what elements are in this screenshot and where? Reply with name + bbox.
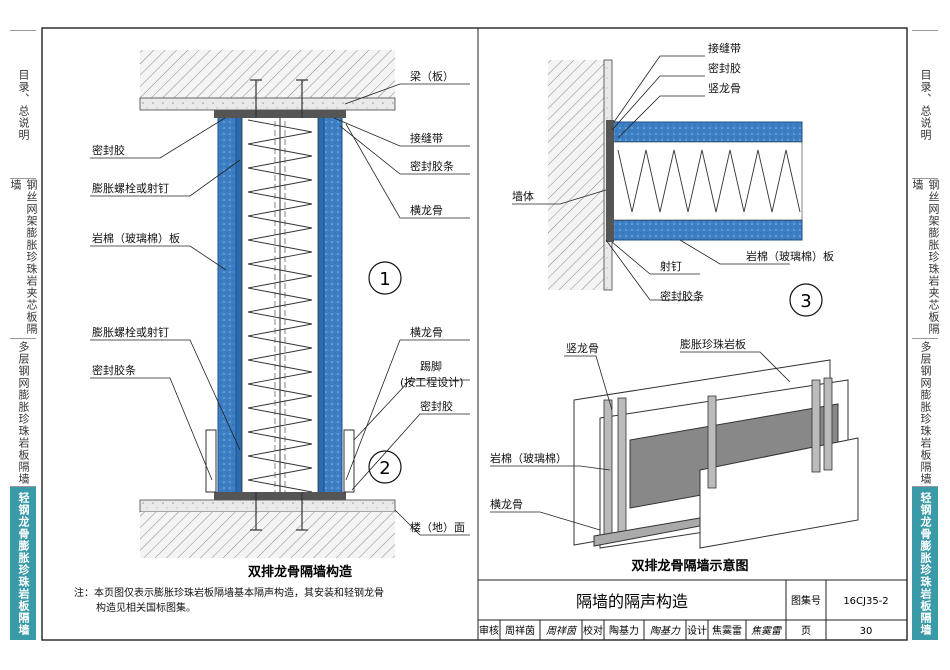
d3-label-rock-wool: 岩棉（玻璃棉）板 bbox=[746, 249, 834, 263]
checker: 陶基力 bbox=[609, 624, 639, 637]
d3-label-vertical-keel: 竖龙骨 bbox=[708, 82, 741, 95]
note-line-2: 构造见相关国标图集。 bbox=[96, 603, 196, 614]
detail3-board-bottom bbox=[611, 219, 803, 241]
note-line-1: 注：本页图仅表示膨胀珍珠岩板隔墙基本隔声构造，其安装和轻钢龙骨 bbox=[74, 588, 384, 599]
atlas-number: 16CJ35-2 bbox=[843, 596, 888, 607]
detail-3: 接缝带 密封胶 竖龙骨 墙体 射钉 密封胶条 岩棉（玻璃棉）板 3 bbox=[512, 41, 834, 317]
detail3-board-top bbox=[611, 121, 803, 143]
right-board-outer bbox=[323, 111, 343, 499]
detail3-insulation bbox=[617, 149, 801, 213]
tab-right-steel-wire[interactable]: 钢丝网架膨胀珍珠岩夹芯板隔墙 bbox=[911, 178, 940, 338]
label-beam: 梁（板） bbox=[410, 69, 454, 83]
tab-left-steel-wire[interactable]: 钢丝网架膨胀珍珠岩夹芯板隔墙 bbox=[9, 178, 38, 338]
iso-caption: 双排龙骨隔墙示意图 bbox=[631, 558, 748, 574]
iso-label-cross-keel: 横龙骨 bbox=[490, 497, 523, 511]
d3-label-wall-body: 墙体 bbox=[512, 189, 534, 203]
label-sealing-strip-right: 密封胶条 bbox=[410, 159, 454, 173]
detail3-vertical-keel bbox=[606, 120, 614, 242]
reviewer: 周祥茵 bbox=[505, 624, 535, 637]
label-floor: 楼（地）面 bbox=[410, 520, 465, 534]
iso-label-vertical-keel: 竖龙骨 bbox=[566, 342, 599, 355]
checker-signature: 陶基力 bbox=[650, 625, 681, 637]
label-sealing-strip-left: 密封胶条 bbox=[92, 363, 136, 377]
marker-1-text: 1 bbox=[379, 269, 390, 290]
bottom-track bbox=[214, 492, 346, 500]
main-detail-caption: 双排龙骨隔墙构造 bbox=[248, 564, 353, 580]
label-cross-keel-bottom: 横龙骨 bbox=[410, 325, 443, 339]
tab-left-multilayer[interactable]: 多层钢网膨胀珍珠岩板隔墙 bbox=[10, 338, 36, 486]
label-joint-tape: 接缝带 bbox=[410, 131, 443, 145]
left-board-outer bbox=[217, 111, 237, 499]
atlas-label: 图集号 bbox=[791, 594, 821, 607]
d3-label-nail: 射钉 bbox=[660, 259, 682, 273]
insulation-wool bbox=[247, 119, 313, 493]
sheet-title: 隔墙的隔声构造 bbox=[576, 592, 688, 611]
tab-left-contents[interactable]: 目录、总说明 bbox=[10, 30, 36, 178]
title-block bbox=[477, 579, 908, 641]
label-expansion-bolt-top: 膨胀螺栓或射钉 bbox=[92, 181, 169, 195]
main-detail: 1 2 密封胶 膨胀螺栓或射钉 岩棉（玻璃棉）板 膨胀螺栓或射钉 密封胶条 梁（… bbox=[90, 50, 470, 580]
page-number: 30 bbox=[860, 626, 873, 637]
iso-label-rock-wool: 岩棉（玻璃棉） bbox=[490, 451, 567, 465]
d3-label-sealing-strip: 密封胶条 bbox=[660, 289, 704, 303]
page-note: 注：本页图仅表示膨胀珍珠岩板隔墙基本隔声构造，其安装和轻钢龙骨 构造见相关国标图… bbox=[74, 586, 384, 616]
tab-right-light-steel[interactable]: 轻钢龙骨膨胀珍珠岩板隔墙 bbox=[912, 486, 938, 640]
detail-marker-1 bbox=[368, 261, 402, 295]
detail-marker-3 bbox=[789, 283, 823, 317]
marker-2-text: 2 bbox=[379, 458, 390, 479]
designer: 焦霙雷 bbox=[712, 624, 742, 637]
page-label: 页 bbox=[801, 625, 811, 637]
iso-label-perlite-board: 膨胀珍珠岩板 bbox=[680, 337, 746, 351]
left-leaders bbox=[90, 117, 241, 481]
iso-bottom-track bbox=[593, 517, 701, 547]
check-label: 校对 bbox=[583, 624, 603, 637]
reviewer-signature: 周祥茵 bbox=[546, 625, 578, 637]
designer-signature: 焦霙雷 bbox=[751, 625, 782, 637]
sheet-border bbox=[41, 27, 908, 641]
d3-label-sealant: 密封胶 bbox=[708, 61, 741, 75]
top-track bbox=[214, 110, 346, 118]
wall-body bbox=[548, 60, 610, 290]
bottom-slab bbox=[140, 512, 395, 558]
tab-right-contents[interactable]: 目录、总说明 bbox=[912, 30, 938, 178]
tab-left-light-steel[interactable]: 轻钢龙骨膨胀珍珠岩板隔墙 bbox=[10, 486, 36, 640]
review-label: 审核 bbox=[479, 624, 499, 637]
label-rock-wool-board: 岩棉（玻璃棉）板 bbox=[92, 231, 180, 245]
design-label: 设计 bbox=[687, 624, 707, 637]
right-leaders bbox=[333, 83, 470, 536]
detail-marker-2 bbox=[368, 450, 402, 484]
d3-label-joint-tape: 接缝带 bbox=[708, 41, 741, 55]
label-kick-base: 踢脚 bbox=[420, 359, 442, 373]
label-sealant: 密封胶 bbox=[92, 143, 125, 157]
label-sealant-bottom: 密封胶 bbox=[420, 399, 453, 413]
label-kick-base-note: (按工程设计) bbox=[400, 375, 464, 389]
label-cross-keel-top: 横龙骨 bbox=[410, 203, 443, 217]
marker-3-text: 3 bbox=[800, 291, 811, 312]
iso-view: 竖龙骨 膨胀珍珠岩板 岩棉（玻璃棉） 横龙骨 双排龙骨隔墙示意图 bbox=[490, 337, 859, 574]
tab-right-multilayer[interactable]: 多层钢网膨胀珍珠岩板隔墙 bbox=[912, 338, 938, 486]
label-expansion-bolt-bottom: 膨胀螺栓或射钉 bbox=[92, 325, 169, 339]
